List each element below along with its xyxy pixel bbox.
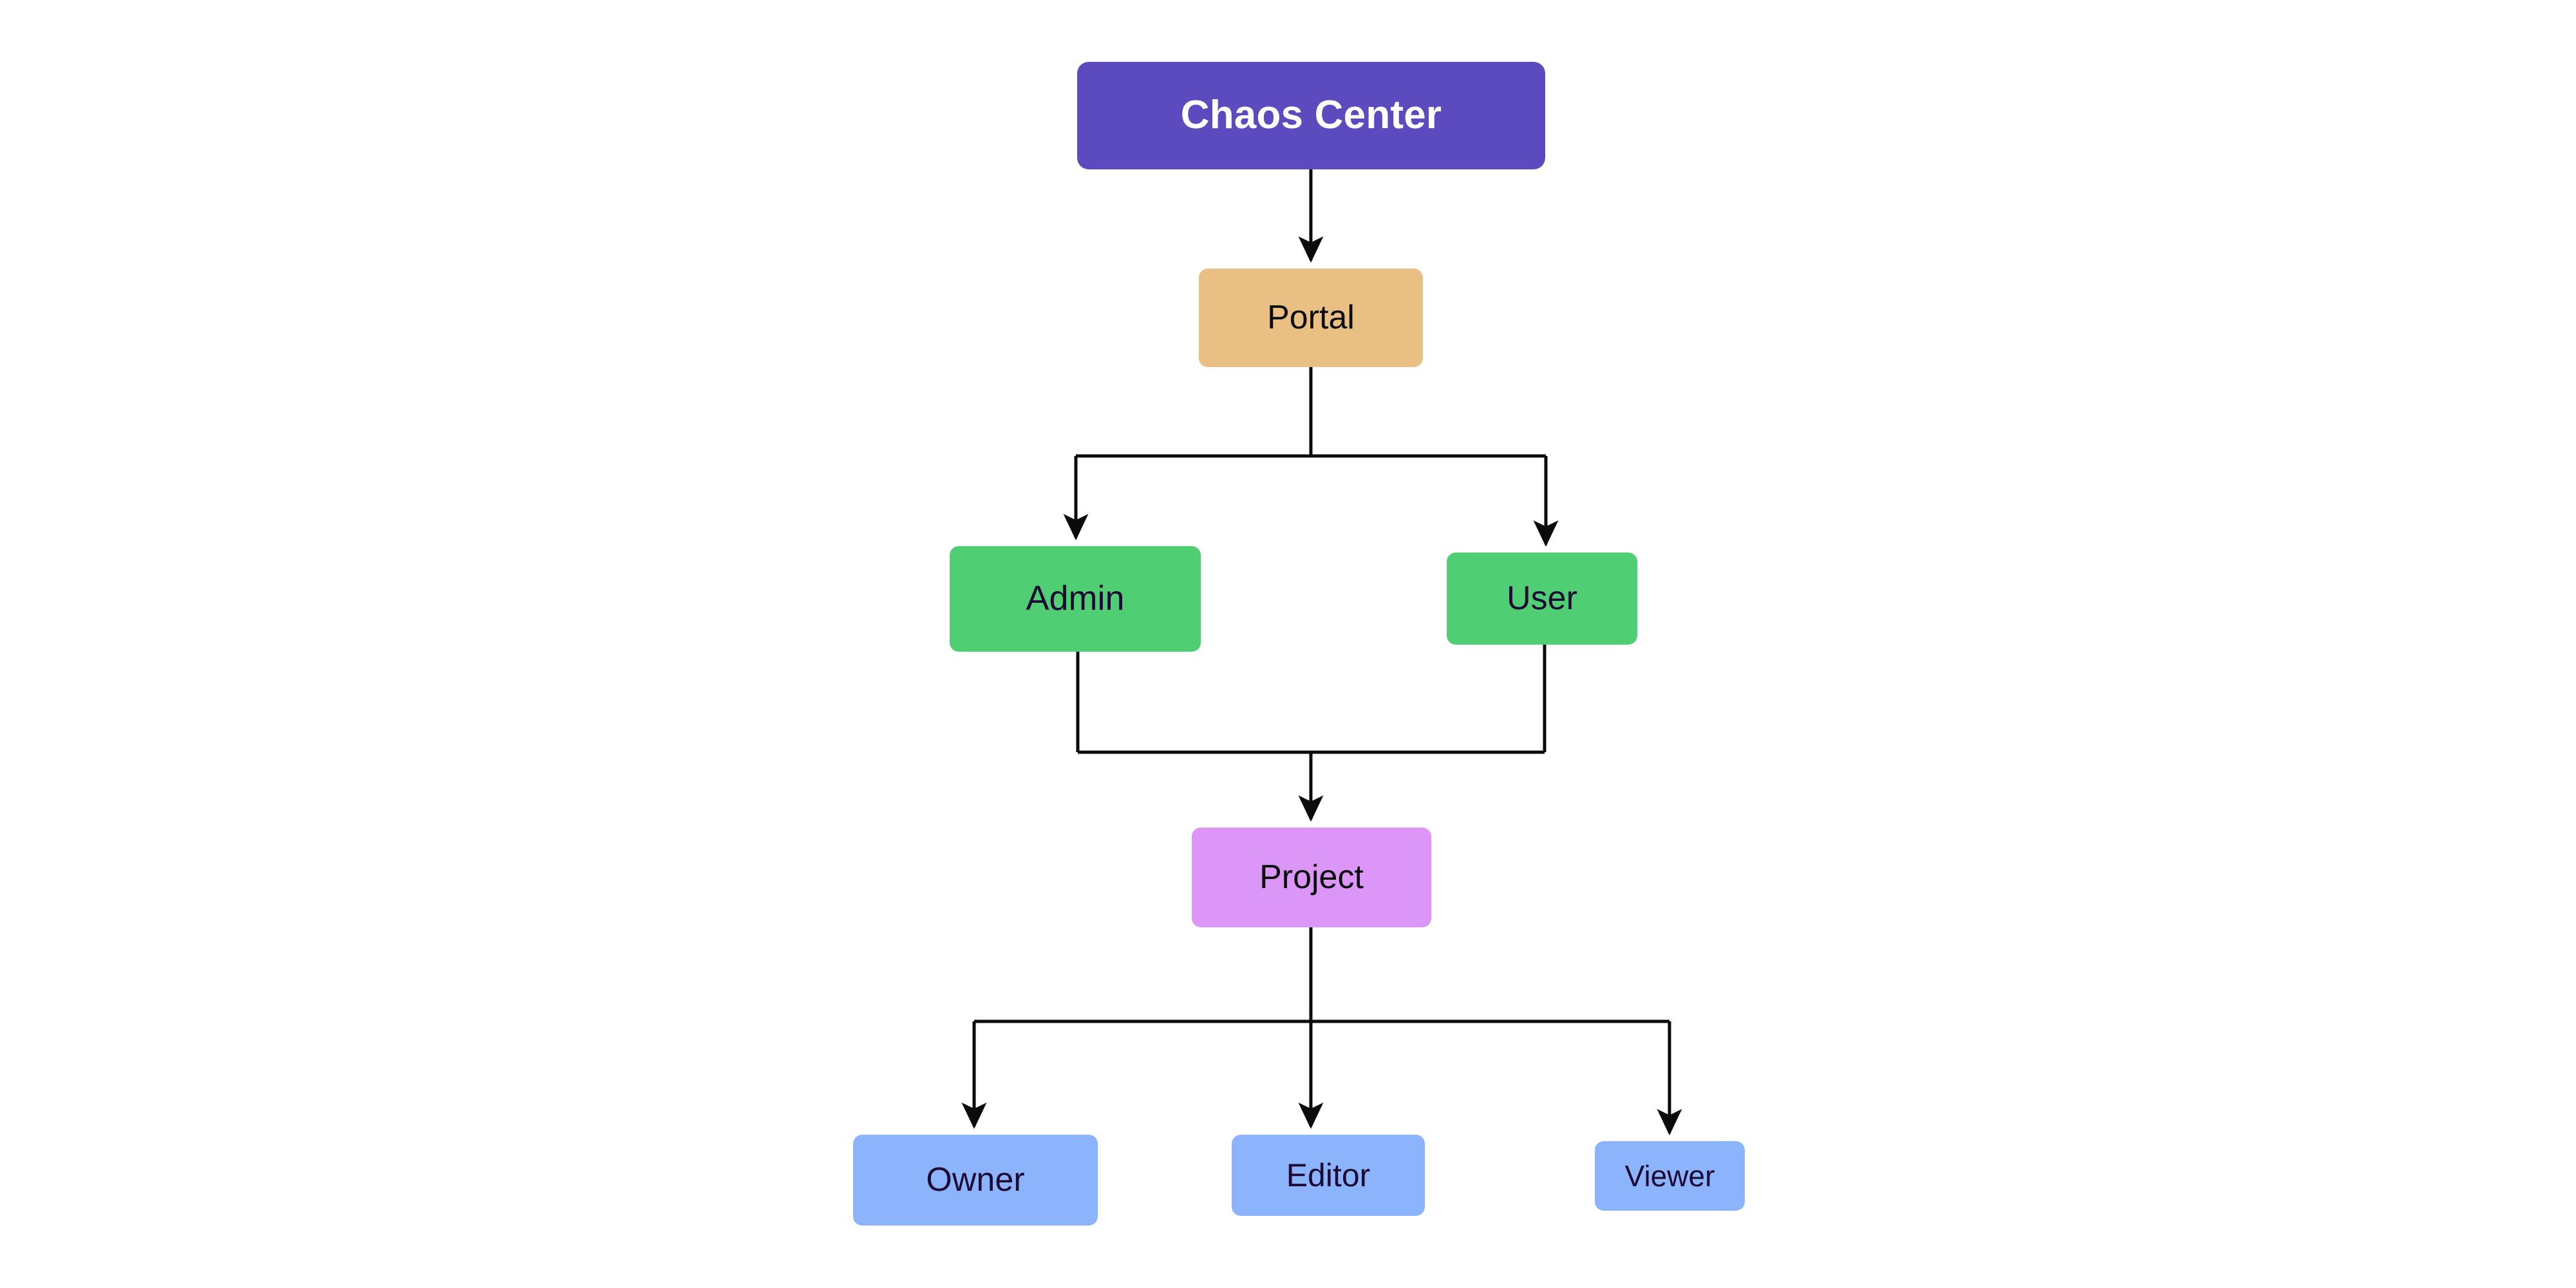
node-user[interactable]: User (1447, 553, 1637, 645)
node-owner-label: Owner (926, 1160, 1025, 1198)
node-chaos-center-label: Chaos Center (1180, 93, 1442, 138)
node-portal[interactable]: Portal (1199, 269, 1423, 367)
node-editor-label: Editor (1286, 1157, 1371, 1193)
node-viewer[interactable]: Viewer (1595, 1141, 1745, 1211)
node-editor[interactable]: Editor (1232, 1135, 1425, 1216)
node-project-label: Project (1259, 858, 1364, 896)
node-admin[interactable]: Admin (950, 546, 1201, 652)
node-user-label: User (1507, 579, 1577, 617)
node-project[interactable]: Project (1192, 828, 1431, 927)
node-owner[interactable]: Owner (853, 1135, 1098, 1226)
node-viewer-label: Viewer (1624, 1159, 1715, 1193)
node-portal-label: Portal (1267, 298, 1355, 336)
node-chaos-center[interactable]: Chaos Center (1077, 62, 1545, 169)
node-admin-label: Admin (1026, 579, 1125, 618)
